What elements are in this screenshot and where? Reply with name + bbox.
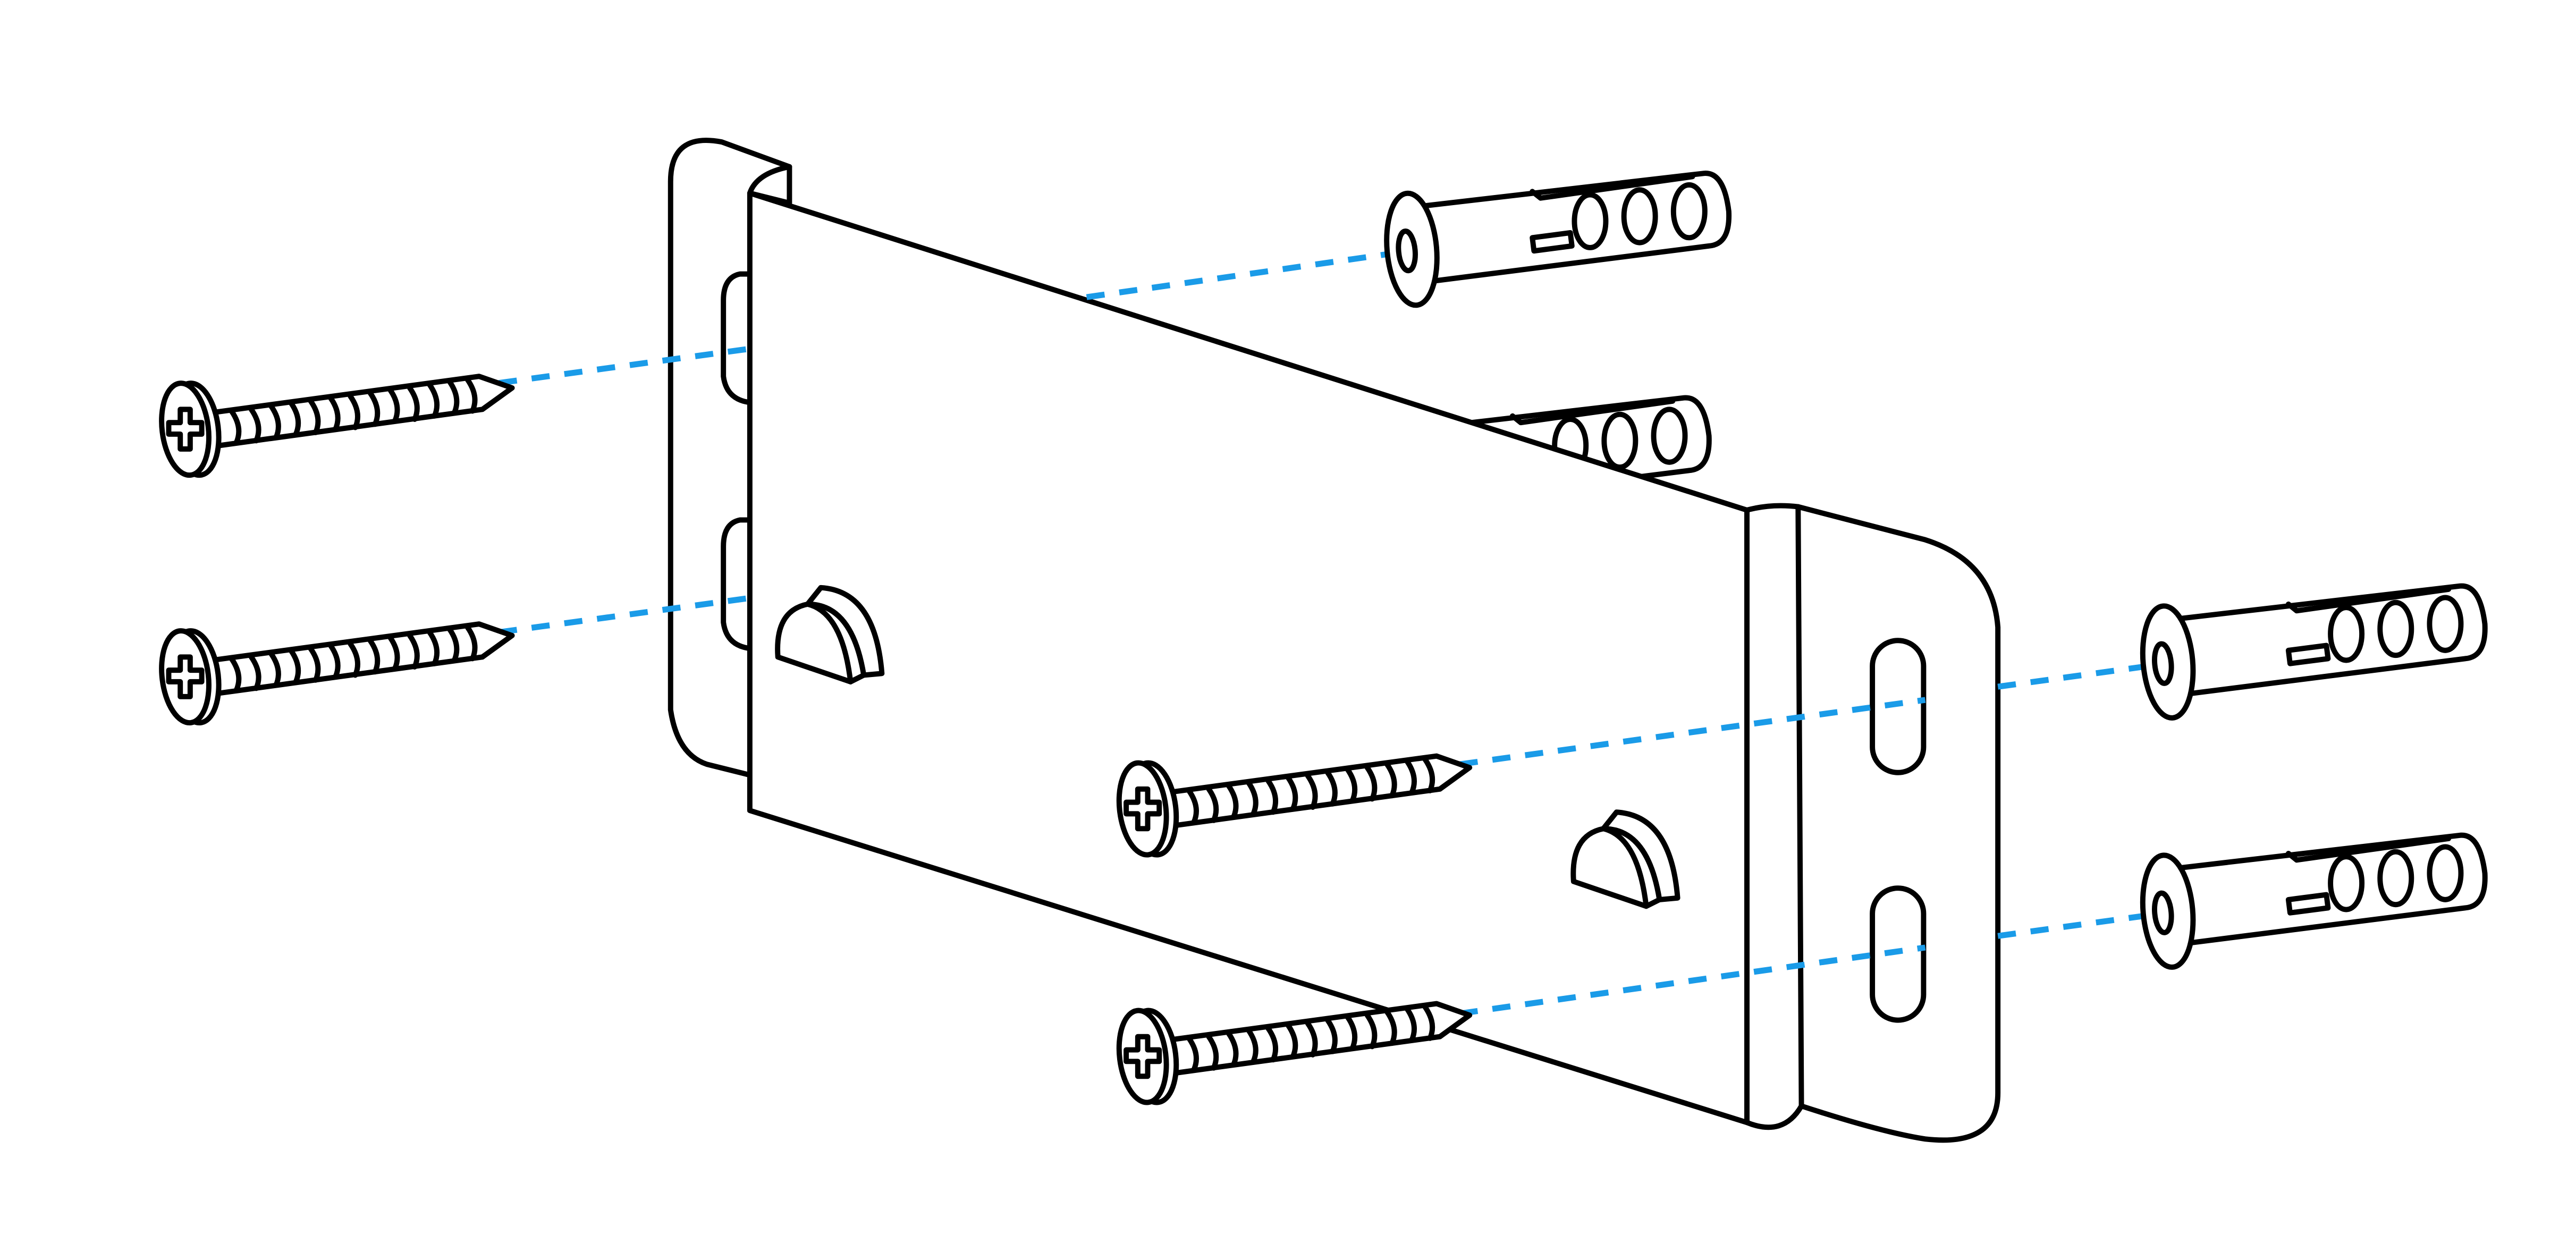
wall-anchor-top bbox=[1382, 173, 1729, 307]
screw-left-upper bbox=[157, 376, 512, 478]
bracket-right-flange bbox=[1744, 503, 2001, 1143]
wall-anchor-right-lower bbox=[2139, 835, 2485, 969]
bracket-left-slot-upper bbox=[721, 271, 756, 405]
bracket-tab-left bbox=[775, 585, 885, 684]
bracket-left-flange bbox=[668, 138, 792, 779]
bracket-right-bend bbox=[1795, 504, 1804, 1109]
bracket-main-face bbox=[747, 190, 1750, 1126]
bracket-tab-right bbox=[1570, 809, 1680, 909]
alignment-guides bbox=[498, 251, 2167, 1017]
wall-anchor-right-upper bbox=[2139, 586, 2485, 720]
bracket-left-slot-lower bbox=[721, 517, 756, 652]
screw-left-lower bbox=[157, 624, 512, 725]
screw-center-lower bbox=[1114, 1004, 1469, 1105]
